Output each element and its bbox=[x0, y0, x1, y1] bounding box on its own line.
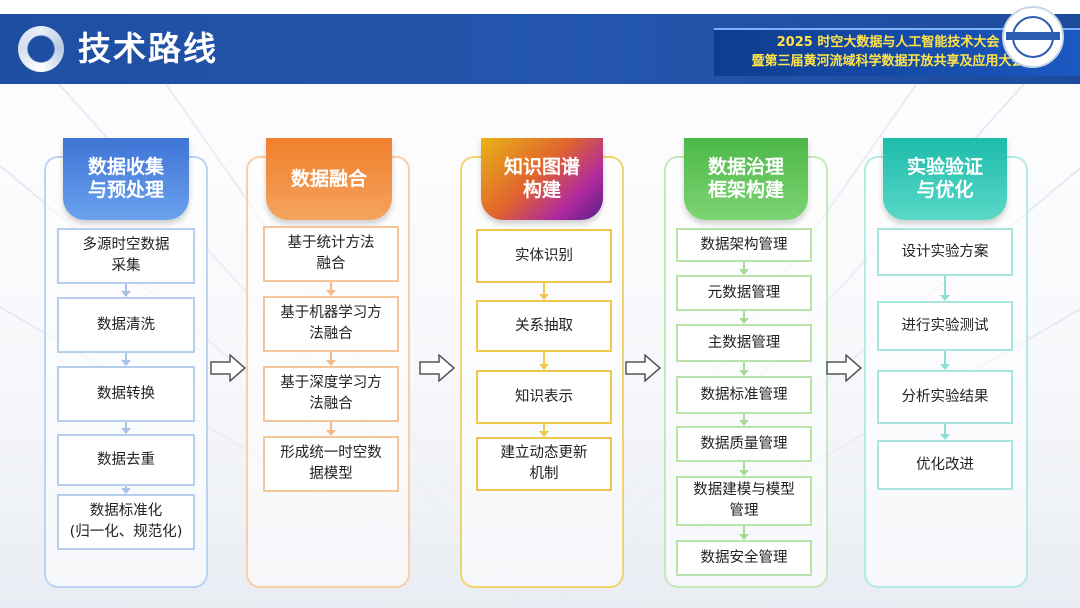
down-arrow-icon bbox=[739, 414, 749, 426]
down-arrow-icon bbox=[739, 526, 749, 540]
step-box: 数据架构管理 bbox=[676, 228, 812, 262]
step-box: 分析实验结果 bbox=[877, 370, 1013, 424]
down-arrow-icon bbox=[940, 424, 950, 440]
down-arrow-icon bbox=[121, 486, 131, 494]
down-arrow-icon bbox=[739, 462, 749, 476]
down-arrow-icon bbox=[539, 424, 549, 437]
heading-label: 实验验证 与优化 bbox=[906, 156, 983, 201]
heading-data-governance: 数据治理 框架构建 bbox=[684, 138, 808, 220]
down-arrow-icon bbox=[739, 311, 749, 324]
next-stage-arrow-icon bbox=[210, 354, 246, 382]
conference-title-line2: 暨第三届黄河流域科学数据开放共享及应用大会 bbox=[751, 54, 1025, 69]
page-title: 技术路线 bbox=[78, 29, 218, 68]
top-strip bbox=[0, 0, 1080, 14]
step-box: 数据转换 bbox=[57, 366, 195, 422]
down-arrow-icon bbox=[539, 283, 549, 300]
step-box: 数据安全管理 bbox=[676, 540, 812, 576]
heading-label: 数据治理 框架构建 bbox=[707, 156, 784, 201]
step-box: 元数据管理 bbox=[676, 275, 812, 311]
down-arrow-icon bbox=[539, 352, 549, 370]
step-box: 关系抽取 bbox=[476, 300, 612, 352]
step-box: 数据标准化 (归一化、规范化) bbox=[57, 494, 195, 550]
header-bar: 技术路线 2025 时空大数据与人工智能技术大会 暨第三届黄河流域科学数据开放共… bbox=[0, 14, 1080, 84]
down-arrow-icon bbox=[940, 351, 950, 370]
down-arrow-icon bbox=[940, 276, 950, 301]
step-box: 优化改进 bbox=[877, 440, 1013, 490]
next-stage-arrow-icon bbox=[419, 354, 455, 382]
down-arrow-icon bbox=[739, 262, 749, 275]
step-box: 知识表示 bbox=[476, 370, 612, 424]
heading-label: 数据融合 bbox=[290, 167, 367, 190]
ring-logo-icon bbox=[18, 26, 64, 72]
down-arrow-icon bbox=[121, 284, 131, 297]
down-arrow-icon bbox=[739, 362, 749, 376]
step-box: 基于统计方法 融合 bbox=[263, 226, 399, 282]
down-arrow-icon bbox=[326, 422, 336, 436]
step-box: 数据质量管理 bbox=[676, 426, 812, 462]
next-stage-arrow-icon bbox=[826, 354, 862, 382]
step-box: 基于深度学习方 法融合 bbox=[263, 366, 399, 422]
down-arrow-icon bbox=[121, 353, 131, 366]
step-box: 主数据管理 bbox=[676, 324, 812, 362]
step-box: 设计实验方案 bbox=[877, 228, 1013, 276]
step-box: 基于机器学习方 法融合 bbox=[263, 296, 399, 352]
down-arrow-icon bbox=[326, 282, 336, 296]
heading-data-collection: 数据收集 与预处理 bbox=[63, 138, 189, 220]
step-box: 数据清洗 bbox=[57, 297, 195, 353]
step-box: 数据去重 bbox=[57, 434, 195, 486]
step-box: 数据标准管理 bbox=[676, 376, 812, 414]
heading-experiment: 实验验证 与优化 bbox=[883, 138, 1007, 220]
down-arrow-icon bbox=[121, 422, 131, 434]
next-stage-arrow-icon bbox=[625, 354, 661, 382]
conference-title-line1: 2025 时空大数据与人工智能技术大会 bbox=[776, 35, 1000, 50]
step-box: 建立动态更新 机制 bbox=[476, 437, 612, 491]
step-box: 多源时空数据 采集 bbox=[57, 228, 195, 284]
step-box: 实体识别 bbox=[476, 229, 612, 283]
heading-label: 知识图谱 构建 bbox=[503, 156, 580, 201]
heading-label: 数据收集 与预处理 bbox=[87, 156, 164, 201]
conference-seal-icon bbox=[1002, 6, 1064, 68]
step-box: 数据建模与模型 管理 bbox=[676, 476, 812, 526]
heading-data-fusion: 数据融合 bbox=[266, 138, 392, 220]
down-arrow-icon bbox=[326, 352, 336, 366]
step-box: 形成统一时空数 据模型 bbox=[263, 436, 399, 492]
step-box: 进行实验测试 bbox=[877, 301, 1013, 351]
heading-knowledge-graph: 知识图谱 构建 bbox=[481, 138, 603, 220]
